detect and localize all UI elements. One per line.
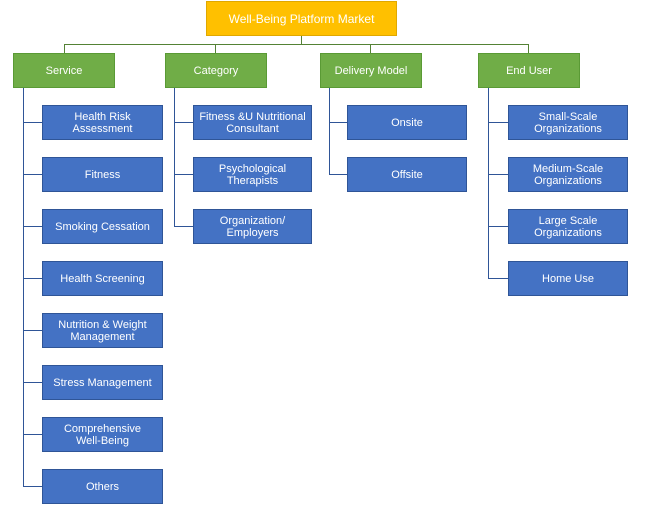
category-tick	[174, 122, 193, 123]
category-branch-line	[174, 88, 175, 227]
category-delivery-model: Delivery Model	[320, 53, 422, 88]
category-end-user: End User	[478, 53, 580, 88]
delivery-tick	[329, 174, 347, 175]
service-others: Others	[42, 469, 163, 504]
top-horizontal-line	[64, 44, 529, 45]
service-tick	[23, 434, 42, 435]
category-organization-employers: Organization/ Employers	[193, 209, 312, 244]
service-health-screening: Health Screening	[42, 261, 163, 296]
enduser-branch-line	[488, 88, 489, 279]
service-smoking-cessation: Smoking Cessation	[42, 209, 163, 244]
service-tick	[23, 174, 42, 175]
category-tick	[174, 174, 193, 175]
service-fitness: Fitness	[42, 157, 163, 192]
delivery-offsite: Offsite	[347, 157, 467, 192]
service-health-risk-assessment: Health Risk Assessment	[42, 105, 163, 140]
service-tick	[23, 330, 42, 331]
delivery-tick	[329, 122, 347, 123]
enduser-tick	[488, 174, 508, 175]
category-service: Service	[13, 53, 115, 88]
category-drop-line	[215, 44, 216, 53]
enduser-tick	[488, 122, 508, 123]
delivery-onsite: Onsite	[347, 105, 467, 140]
enduser-small-scale-organizations: Small-Scale Organizations	[508, 105, 628, 140]
category-psychological-therapists: Psychological Therapists	[193, 157, 312, 192]
category-tick	[174, 226, 193, 227]
delivery-branch-line	[329, 88, 330, 175]
root-node: Well-Being Platform Market	[206, 1, 397, 36]
enduser-tick	[488, 278, 508, 279]
service-tick	[23, 486, 42, 487]
service-branch-line	[23, 88, 24, 486]
service-tick	[23, 226, 42, 227]
enduser-medium-scale-organizations: Medium-Scale Organizations	[508, 157, 628, 192]
category-category: Category	[165, 53, 267, 88]
category-fitness-nutritional-consultant: Fitness &U Nutritional Consultant	[193, 105, 312, 140]
enduser-home-use: Home Use	[508, 261, 628, 296]
service-tick	[23, 122, 42, 123]
enduser-tick	[488, 226, 508, 227]
root-stem-line	[301, 36, 302, 45]
service-stress-management: Stress Management	[42, 365, 163, 400]
service-comprehensive-well-being: Comprehensive Well-Being	[42, 417, 163, 452]
service-nutrition-weight-management: Nutrition & Weight Management	[42, 313, 163, 348]
delivery-drop-line	[370, 44, 371, 53]
service-tick	[23, 278, 42, 279]
service-tick	[23, 382, 42, 383]
enduser-drop-line	[528, 44, 529, 53]
enduser-large-scale-organizations: Large Scale Organizations	[508, 209, 628, 244]
service-drop-line	[64, 44, 65, 53]
